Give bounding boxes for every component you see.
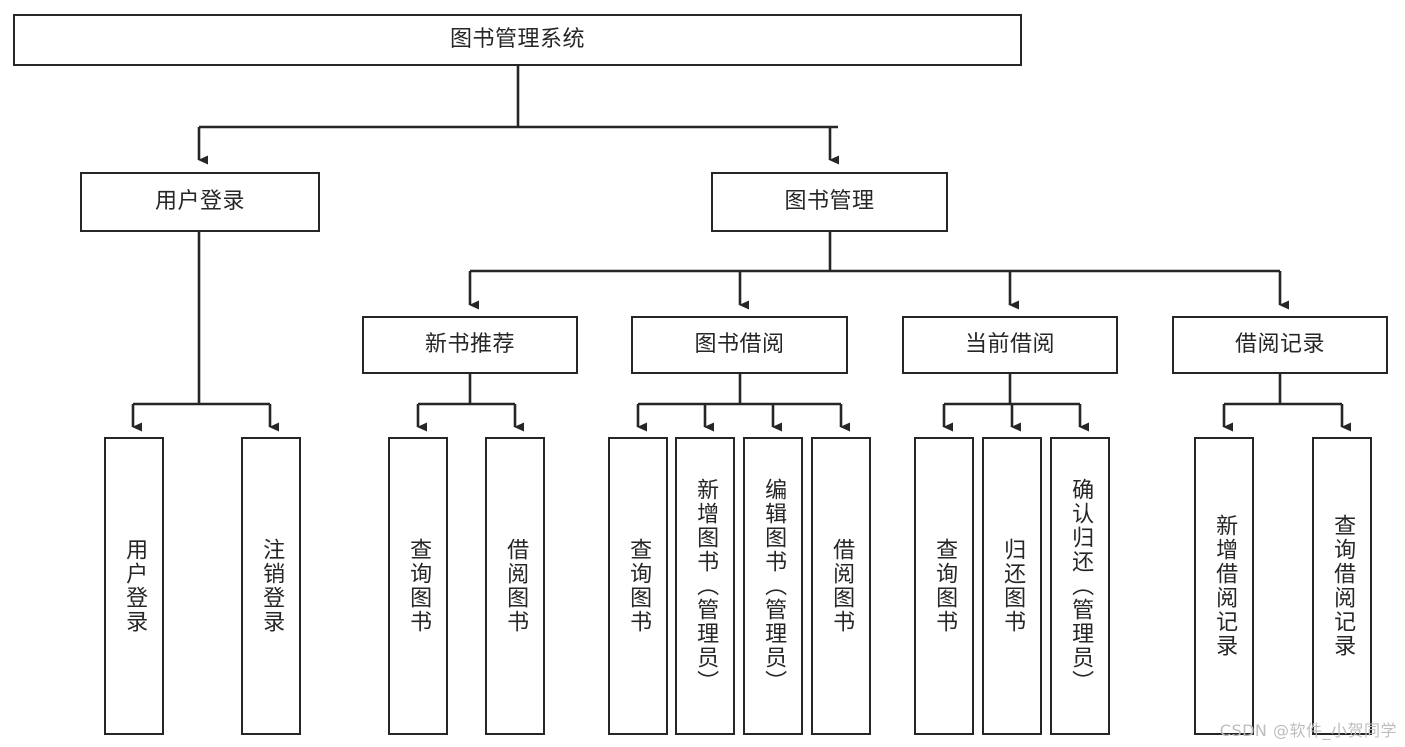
node-label: 图书管理系统 bbox=[449, 27, 585, 53]
node-label: 图书管理 bbox=[784, 189, 875, 215]
node-label: 借阅记录 bbox=[1234, 332, 1325, 358]
node-borrow-record[interactable]: 借阅记录 bbox=[1172, 316, 1388, 374]
node-label: 编辑图书（管理员） bbox=[761, 478, 787, 694]
node-label: 用户登录 bbox=[122, 538, 148, 634]
node-label: 确认归还（管理员） bbox=[1068, 478, 1094, 694]
node-leaf-query-record[interactable]: 查询借阅记录 bbox=[1312, 437, 1372, 735]
node-label: 归还图书 bbox=[1000, 538, 1026, 634]
node-leaf-query-book-1[interactable]: 查询图书 bbox=[388, 437, 448, 735]
node-leaf-confirm-return[interactable]: 确认归还（管理员） bbox=[1050, 437, 1110, 735]
node-label: 当前借阅 bbox=[964, 332, 1055, 358]
node-current-borrow[interactable]: 当前借阅 bbox=[902, 316, 1118, 374]
node-leaf-borrow-book-2[interactable]: 借阅图书 bbox=[811, 437, 871, 735]
node-label: 查询图书 bbox=[406, 538, 432, 634]
node-label: 用户登录 bbox=[154, 189, 245, 215]
node-label: 借阅图书 bbox=[503, 538, 529, 634]
node-new-book-recommend[interactable]: 新书推荐 bbox=[362, 316, 578, 374]
node-label: 图书借阅 bbox=[694, 332, 785, 358]
node-book-borrow[interactable]: 图书借阅 bbox=[631, 316, 848, 374]
node-root-system[interactable]: 图书管理系统 bbox=[13, 14, 1022, 66]
node-leaf-add-record[interactable]: 新增借阅记录 bbox=[1194, 437, 1254, 735]
node-leaf-user-logout[interactable]: 注销登录 bbox=[241, 437, 301, 735]
node-label: 注销登录 bbox=[259, 538, 285, 634]
node-user-login[interactable]: 用户登录 bbox=[80, 172, 320, 232]
node-leaf-query-book-2[interactable]: 查询图书 bbox=[608, 437, 668, 735]
node-label: 新增借阅记录 bbox=[1212, 514, 1238, 658]
node-book-management[interactable]: 图书管理 bbox=[711, 172, 948, 232]
node-label: 新书推荐 bbox=[424, 332, 515, 358]
node-label: 查询图书 bbox=[932, 538, 958, 634]
node-leaf-borrow-book-1[interactable]: 借阅图书 bbox=[485, 437, 545, 735]
node-leaf-user-login[interactable]: 用户登录 bbox=[104, 437, 164, 735]
node-leaf-return-book[interactable]: 归还图书 bbox=[982, 437, 1042, 735]
node-leaf-add-book[interactable]: 新增图书（管理员） bbox=[675, 437, 735, 735]
node-label: 查询借阅记录 bbox=[1330, 514, 1356, 658]
node-leaf-edit-book[interactable]: 编辑图书（管理员） bbox=[743, 437, 803, 735]
node-label: 借阅图书 bbox=[829, 538, 855, 634]
csdn-watermark: CSDN @软件_小贺同学 bbox=[1219, 721, 1397, 740]
node-label: 新增图书（管理员） bbox=[693, 478, 719, 694]
node-label: 查询图书 bbox=[626, 538, 652, 634]
node-leaf-query-book-3[interactable]: 查询图书 bbox=[914, 437, 974, 735]
